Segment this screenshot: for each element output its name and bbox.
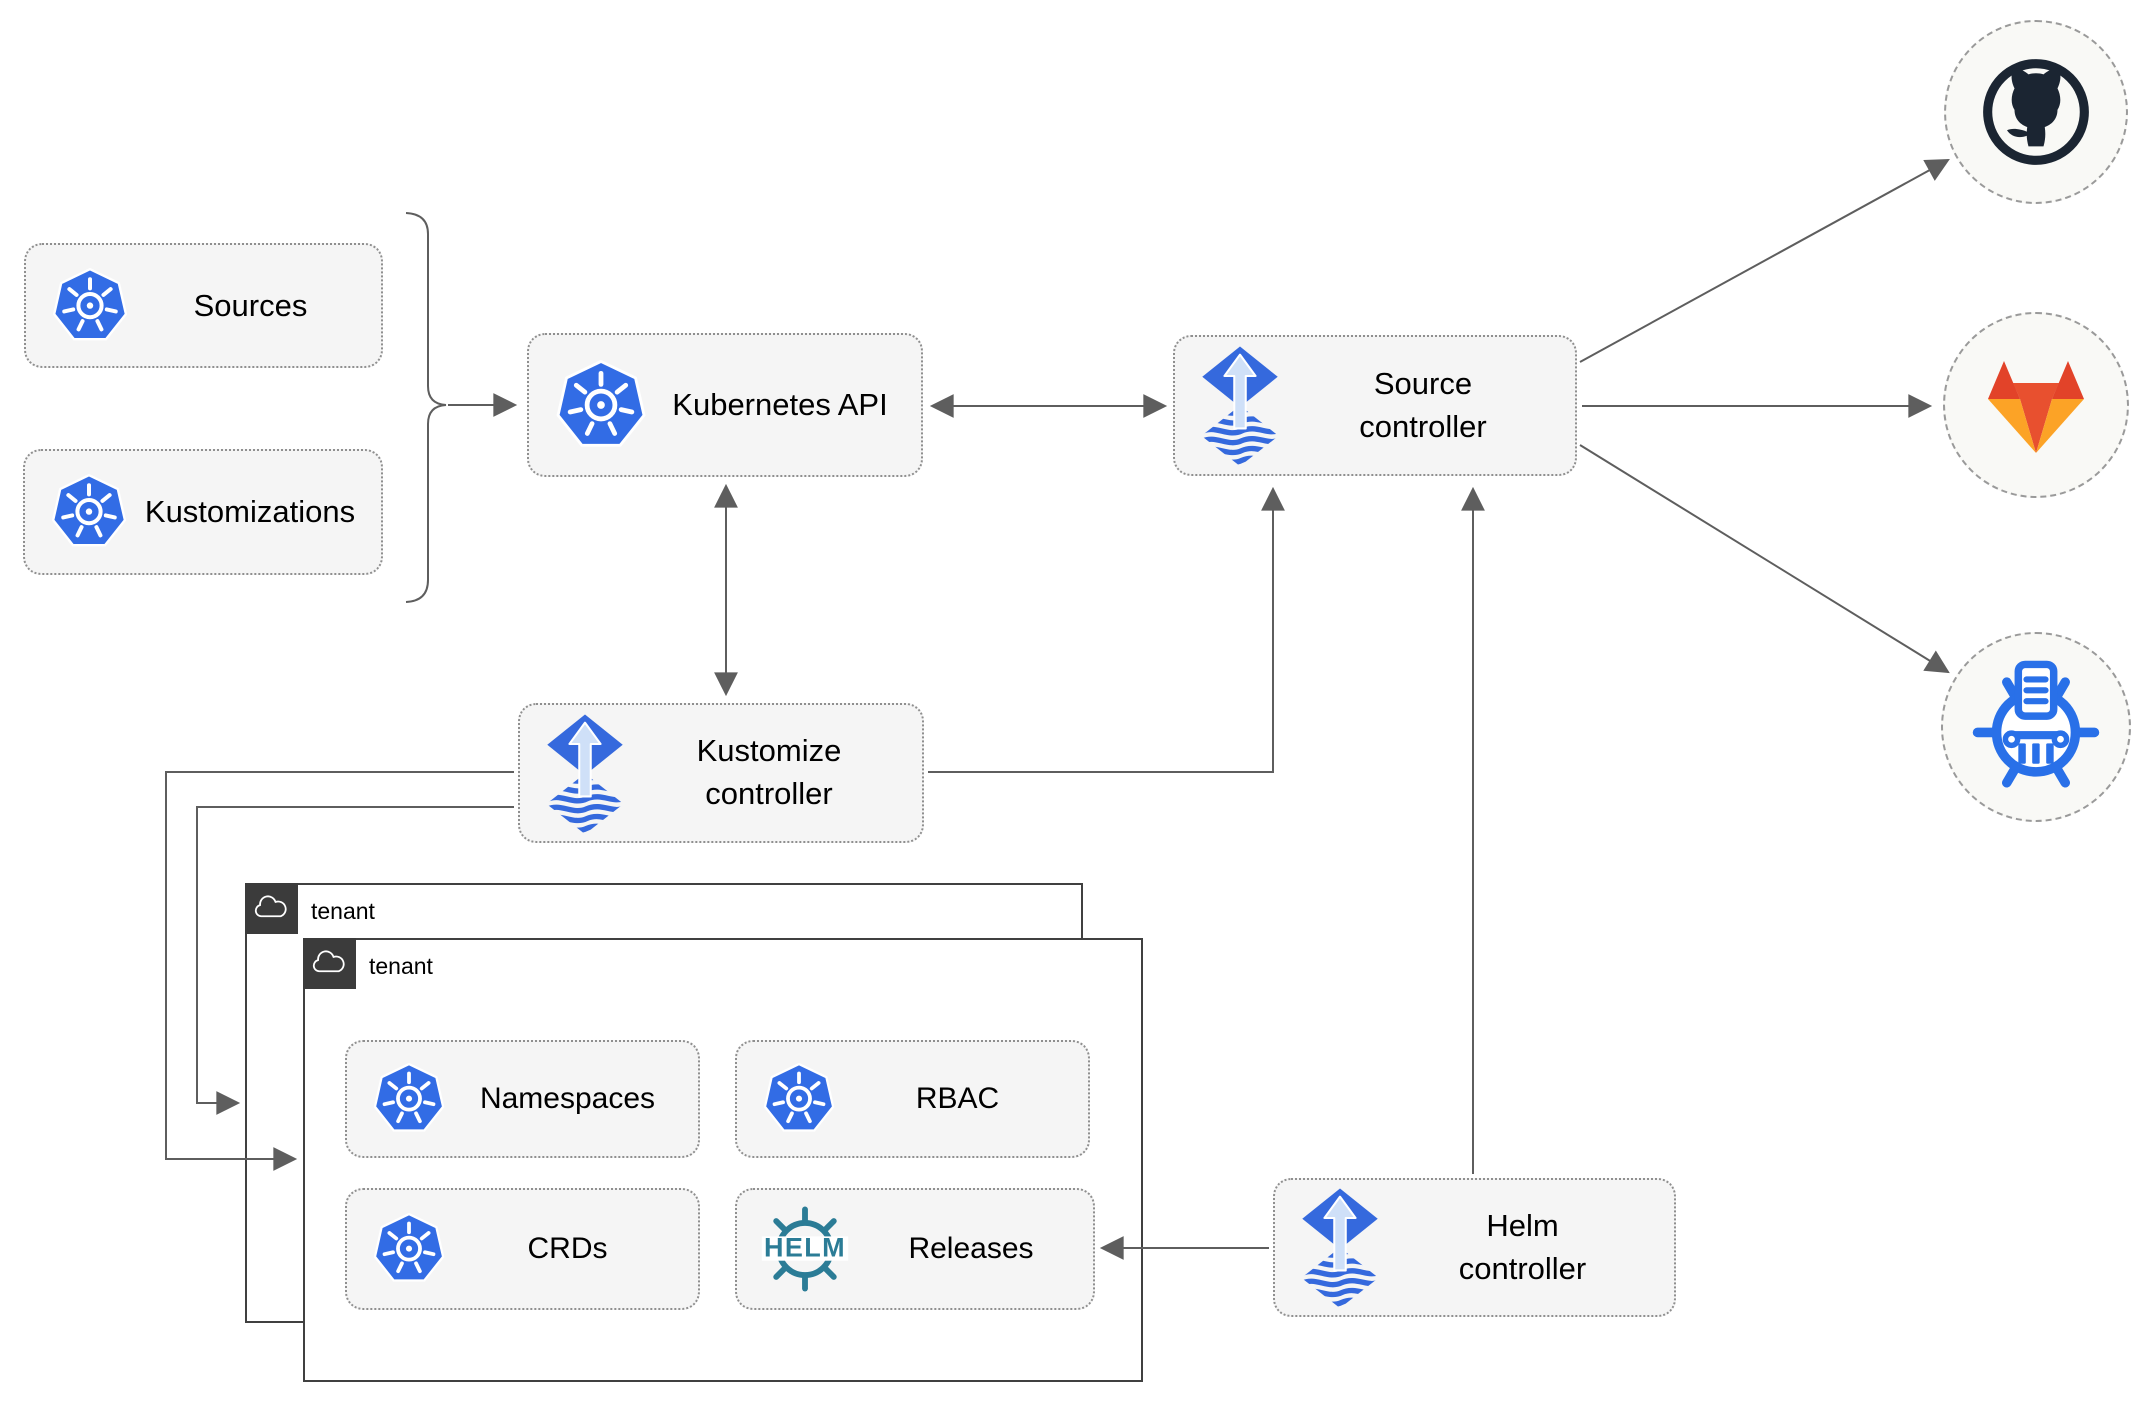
edge-kustomize-to-source-controller: [928, 486, 1285, 773]
node-source-controller: Source controller: [1173, 335, 1577, 476]
gitlab-fox-icon: [1976, 353, 2096, 457]
label-line-2: controller: [1458, 1250, 1587, 1286]
label-line-1: Kustomize: [696, 733, 842, 769]
node-releases-label: Releases: [908, 1232, 1034, 1265]
label-line-1: Helm: [1486, 1207, 1559, 1243]
tenant-outer-label: tenant: [311, 898, 375, 924]
kubernetes-icon: [371, 1062, 447, 1136]
tenant-inner-tab: [302, 937, 356, 989]
node-kustomize-controller: Kustomize controller: [518, 703, 924, 843]
node-namespaces: Namespaces: [345, 1040, 700, 1158]
edge-source-to-github: [1579, 158, 1950, 363]
node-crds: CRDs: [345, 1188, 700, 1310]
node-helm-controller-label: Helm controller: [1381, 1205, 1674, 1291]
kubernetes-icon: [49, 473, 129, 551]
gitlab-node: [1943, 312, 2129, 498]
node-source-controller-label: Source controller: [1281, 363, 1575, 449]
node-kustomize-controller-label: Kustomize controller: [626, 730, 922, 816]
node-sources: Sources: [24, 243, 383, 368]
edge-source-to-chartmuseum: [1579, 444, 1950, 674]
kubernetes-icon: [50, 267, 130, 345]
node-rbac: RBAC: [735, 1040, 1090, 1158]
node-crds-label: CRDs: [527, 1232, 608, 1265]
node-namespaces-label: Namespaces: [479, 1082, 656, 1115]
flux-icon: [1299, 1186, 1381, 1309]
chartmuseum-icon: [1968, 659, 2104, 795]
flux-icon: [1199, 344, 1281, 467]
tenant-box-inner: tenant: [302, 937, 1143, 1382]
node-kubernetes-api-label: Kubernetes API: [672, 387, 888, 422]
label-line-2: controller: [1359, 408, 1487, 444]
chartmuseum-node: [1941, 632, 2131, 822]
tenant-inner-label: tenant: [369, 953, 433, 979]
node-sources-label: Sources: [193, 287, 308, 323]
node-kubernetes-api: Kubernetes API: [527, 333, 923, 477]
node-rbac-label: RBAC: [915, 1082, 1000, 1115]
flux-icon: [544, 712, 626, 835]
github-node: [1944, 20, 2128, 204]
github-octocat-icon: [1978, 54, 2094, 170]
label-line-1: Source: [1373, 365, 1473, 401]
node-kustomizations-label: Kustomizations: [144, 494, 356, 529]
kubernetes-icon: [553, 359, 649, 452]
node-releases: Releases: [735, 1188, 1095, 1310]
tenant-outer-tab: [244, 882, 298, 934]
group-bracket: [405, 212, 447, 603]
label-line-2: controller: [705, 776, 833, 811]
kubernetes-icon: [761, 1062, 837, 1136]
cloud-icon: [311, 950, 347, 976]
node-helm-controller: Helm controller: [1273, 1178, 1676, 1317]
node-kustomizations: Kustomizations: [23, 449, 383, 575]
helm-icon: [751, 1204, 859, 1294]
kubernetes-icon: [371, 1212, 447, 1286]
cloud-icon: [253, 895, 289, 921]
